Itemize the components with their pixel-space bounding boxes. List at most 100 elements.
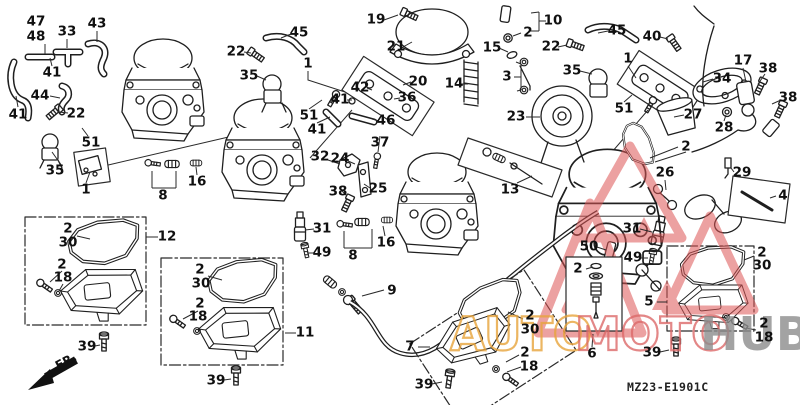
part-label-22: 22: [541, 38, 561, 55]
part-label-5: 5: [644, 293, 654, 310]
part-label-4: 4: [778, 187, 788, 204]
leader-lines-long: [103, 109, 687, 167]
part-label-42: 42: [350, 79, 370, 96]
carburetor-3: [395, 152, 479, 256]
fuel-hoses: [7, 22, 640, 128]
part-label-46: 46: [376, 112, 396, 129]
jet-needle-set: [499, 5, 531, 95]
leader-lines: [15, 11, 782, 385]
vacuum-piston: [531, 85, 593, 167]
part-label-1: 1: [623, 50, 633, 67]
part-label-2: 2: [195, 295, 205, 312]
joint-plate-mid: [325, 55, 435, 137]
part-label-27: 27: [683, 106, 703, 123]
pilot-screw-set-mid: [335, 216, 394, 230]
part-label-22: 22: [66, 105, 86, 122]
part-label-33: 33: [57, 23, 77, 40]
part-label-32: 32: [310, 148, 330, 165]
watermark-auto: AUTO: [450, 307, 592, 361]
part-label-21: 21: [386, 38, 406, 55]
part-label-39: 39: [77, 338, 97, 355]
part-label-47: 47: [26, 13, 46, 30]
part-label-49: 49: [312, 244, 332, 261]
part-label-2: 2: [681, 138, 691, 155]
part-label-51: 51: [299, 107, 319, 124]
float-valve-29: [724, 157, 732, 179]
part-label-23: 23: [506, 108, 526, 125]
part-label-45: 45: [289, 24, 309, 41]
joint-plate-left-box: [73, 147, 111, 187]
part-label-2: 2: [523, 24, 533, 41]
part-label-43: 43: [87, 15, 107, 32]
part-label-41: 41: [330, 91, 350, 108]
part-label-19: 19: [366, 11, 386, 28]
part-label-34: 34: [712, 70, 732, 87]
part-label-16: 16: [187, 173, 207, 190]
part-label-13: 13: [500, 181, 520, 198]
float-box-4: [727, 175, 791, 224]
part-label-18: 18: [754, 329, 774, 346]
part-label-12: 12: [157, 228, 177, 245]
part-label-35: 35: [45, 162, 65, 179]
compression-spring: [463, 59, 479, 107]
part-label-18: 18: [188, 308, 208, 325]
carb-top-cover: [389, 8, 475, 65]
part-label-2: 2: [63, 220, 73, 237]
part-label-41: 41: [42, 64, 62, 81]
part-label-6: 6: [587, 345, 597, 362]
part-label-39: 39: [414, 376, 434, 393]
part-label-35: 35: [562, 62, 582, 79]
insulator-flange: [692, 67, 752, 105]
fr-direction-arrow: FR.: [28, 350, 79, 390]
part-label-41: 41: [307, 121, 327, 138]
part-label-18: 18: [53, 269, 73, 286]
part-label-20: 20: [408, 73, 428, 90]
cap-27: [656, 97, 696, 136]
part-label-9: 9: [387, 282, 397, 299]
part-label-14: 14: [444, 75, 464, 92]
part-label-41: 41: [8, 106, 28, 123]
part-label-40: 40: [642, 28, 662, 45]
part-label-7: 7: [405, 338, 415, 355]
part-label-45: 45: [607, 22, 627, 39]
part-label-29: 29: [732, 164, 752, 181]
part-label-28: 28: [714, 119, 734, 136]
part-label-2: 2: [195, 261, 205, 278]
part-label-2: 2: [757, 244, 767, 261]
part-label-35: 35: [239, 67, 259, 84]
part-label-51: 51: [81, 134, 101, 151]
starter-valve-mid: [261, 74, 287, 113]
part-label-37: 37: [370, 134, 390, 151]
part-label-2: 2: [520, 344, 530, 361]
watermark-hub: HUB: [700, 307, 800, 361]
part-label-31: 31: [312, 220, 332, 237]
part-label-31: 31: [622, 220, 642, 237]
part-label-2: 2: [57, 256, 67, 273]
part-label-8: 8: [348, 247, 358, 264]
part-label-49: 49: [623, 249, 643, 266]
part-label-30: 30: [752, 257, 772, 274]
part-label-17: 17: [733, 52, 753, 69]
starter-valve-right: [588, 68, 608, 98]
part-label-15: 15: [482, 39, 502, 56]
part-label-39: 39: [642, 344, 662, 361]
part-label-25: 25: [368, 180, 388, 197]
diagram-code: MZ23-E1901C: [627, 380, 709, 394]
part-label-51: 51: [614, 100, 634, 117]
stay-brackets: [337, 151, 382, 198]
float-chamber-set-12: [24, 212, 147, 327]
carburetor-4: [552, 148, 663, 292]
part-label-44: 44: [30, 87, 50, 104]
part-label-11: 11: [295, 324, 315, 341]
part-label-39: 39: [206, 372, 226, 389]
part-label-30: 30: [520, 321, 540, 338]
part-label-16: 16: [376, 234, 396, 251]
throttle-sensor-17: [691, 5, 780, 153]
part-label-8: 8: [158, 187, 168, 204]
part-label-22: 22: [226, 43, 246, 60]
part-label-2: 2: [573, 260, 583, 277]
watermark-text: AUTO MOTO HUB: [449, 306, 800, 362]
part-label-38: 38: [758, 60, 778, 77]
